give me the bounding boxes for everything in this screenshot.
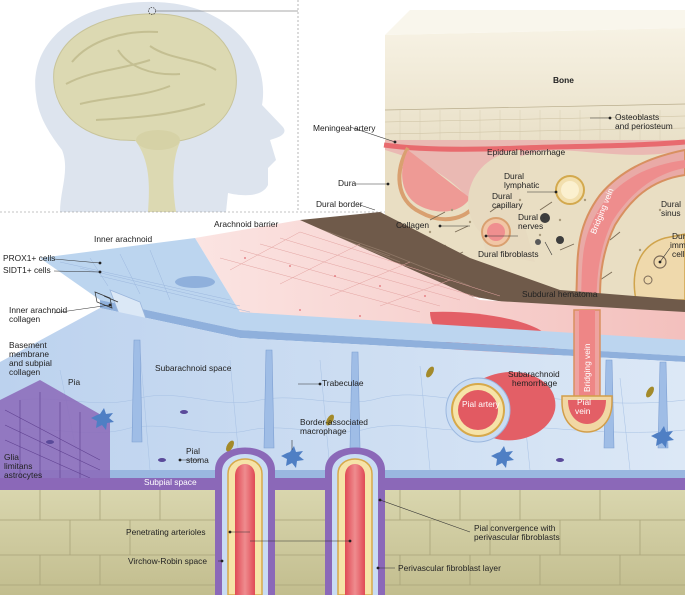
label-pial-stoma-2: stoma: [186, 455, 209, 465]
label-pial-stoma-1: Pial: [186, 446, 200, 456]
bridging-vein-lower: [561, 309, 613, 433]
label-meningeal-artery: Meningeal artery: [313, 123, 376, 133]
leader-dots: [98, 116, 662, 570]
label-sidt1: SIDT1+ cells: [3, 265, 51, 275]
label-basement-4: collagen: [9, 367, 41, 377]
label-border-macrophage-1: Border-associated: [300, 417, 368, 427]
label-pia: Pia: [68, 377, 81, 387]
label-pial-artery: Pial artery: [462, 399, 500, 409]
label-glia-1: Glia: [4, 452, 19, 462]
label-dural-sinus-1: Dural: [661, 199, 682, 209]
label-dural-nerves-1: Dural: [518, 212, 539, 222]
label-glia-3: astrocytes: [4, 470, 43, 480]
label-bridging-vein-lower: Bridging vein: [582, 343, 592, 392]
label-border-macrophage-2: macrophage: [300, 426, 347, 436]
label-glia-2: limitans: [4, 461, 33, 471]
label-osteoblasts-2: and periosteum: [615, 121, 673, 131]
label-subpial-space: Subpial space: [144, 477, 197, 487]
label-epidural-hemorrhage: Epidural hemorrhage: [487, 147, 566, 157]
basement-grid: [4, 392, 101, 479]
label-inner-arachnoid: Inner arachnoid: [94, 234, 153, 244]
label-dural-capillary-1: Dural: [492, 191, 513, 201]
bone-layer: [384, 10, 685, 150]
label-trabeculae: Trabeculae: [322, 378, 364, 388]
label-subarachnoid-hemorrhage-1: Subarachnoid: [508, 369, 560, 379]
label-subarachnoid-hemorrhage-2: hemorrhage: [512, 378, 558, 388]
label-dural-fibroblasts: Dural fibroblasts: [478, 249, 539, 259]
label-dura: Dura: [338, 178, 357, 188]
pial-artery-group: [445, 371, 556, 443]
label-perivascular-layer: Perivascular fibroblast layer: [398, 563, 501, 573]
label-dural-sinus-2: sinus: [661, 208, 681, 218]
label-dural-border: Dural border: [316, 199, 363, 209]
label-basement-2: membrane: [9, 349, 50, 359]
dural-structures: [481, 175, 585, 247]
label-pial-vein-1: Pial: [577, 397, 591, 407]
label-bone: Bone: [553, 75, 574, 85]
macrophages: [91, 408, 674, 468]
label-basement-1: Basement: [9, 340, 47, 350]
basement-membrane: [0, 380, 110, 478]
label-osteoblasts-1: Osteoblasts: [615, 112, 660, 122]
label-pial-vein-2: vein: [575, 406, 591, 416]
small-cells: [46, 366, 654, 462]
label-inner-arachnoid-collagen-1: Inner arachnoid: [9, 305, 68, 315]
label-subdural-hematoma: Subdural hematoma: [522, 289, 598, 299]
label-virchow-robin: Virchow-Robin space: [128, 556, 207, 566]
label-dural-immune-2: immune: [670, 240, 685, 250]
label-prox1: PROX1+ cells: [3, 253, 56, 263]
label-penetrating-arterioles: Penetrating arterioles: [126, 527, 206, 537]
label-basement-3: and subpial: [9, 358, 52, 368]
label-arachnoid-barrier: Arachnoid barrier: [214, 219, 279, 229]
label-subarachnoid-space: Subarachnoid space: [155, 363, 232, 373]
label-dural-immune-3: cell: [672, 249, 685, 259]
label-inner-arachnoid-collagen-2: collagen: [9, 314, 41, 324]
label-pial-convergence-1: Pial convergence with: [474, 523, 556, 533]
dural-border-band: [300, 212, 685, 318]
penetrating-arterioles: [215, 447, 385, 596]
label-dural-lymphatic-1: Dural: [504, 171, 525, 181]
label-dural-capillary-2: capillary: [492, 200, 523, 210]
label-pial-convergence-2: perivascular fibroblasts: [474, 532, 560, 542]
leader-lines: [53, 117, 671, 569]
label-dural-nerves-2: nerves: [518, 221, 544, 231]
label-dural-immune-1: Dural: [672, 231, 685, 241]
head-inset: [35, 1, 298, 212]
label-collagen: Collagen: [396, 220, 430, 230]
label-dural-lymphatic-2: lymphatic: [504, 180, 540, 190]
